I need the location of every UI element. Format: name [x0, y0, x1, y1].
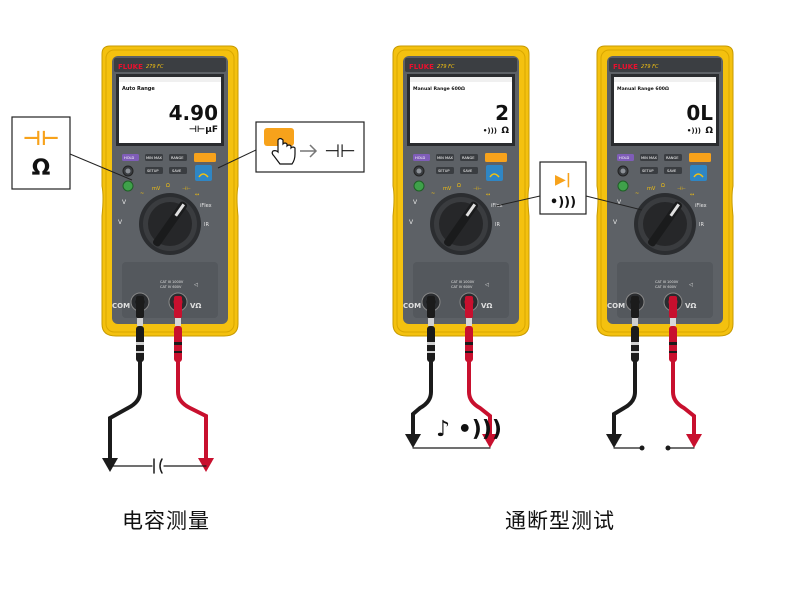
minmax-button: MIN MAX — [437, 156, 454, 160]
circuit-continuity-open — [606, 360, 702, 451]
circuit-continuity-closed — [405, 360, 498, 449]
screen-reading: 0L — [686, 101, 713, 125]
model-label: 279 FC — [641, 64, 659, 70]
brand-label: FLUKE — [409, 63, 434, 71]
meter-capacitance: FLUKE 279 FC Auto Range 4.90 ⊣⊢μF HOLD M… — [101, 45, 239, 362]
save-button: SAVE — [463, 169, 473, 173]
hold-button: HOLD — [124, 156, 135, 160]
capacitor-mode-icon: ⊣⊢ — [324, 141, 355, 162]
save-button: SAVE — [667, 169, 677, 173]
meter-continuity-closed: FLUKE 279 FC Manual Range 600Ω 2 •))) Ω … — [392, 45, 530, 362]
screen-unit: Ω — [501, 126, 509, 136]
screen-reading: 4.90 — [169, 101, 218, 125]
screen-beep-symbol: •))) — [687, 127, 701, 135]
screen-mode-text: Manual Range 600Ω — [617, 86, 669, 92]
callout-capacitance-symbol: ⊣⊢ Ω — [11, 116, 133, 190]
save-button: SAVE — [172, 169, 182, 173]
screen-mode-text: Auto Range — [122, 86, 155, 92]
range-button: RANGE — [462, 156, 475, 160]
range-button: RANGE — [666, 156, 679, 160]
screen-reading: 2 — [495, 101, 509, 125]
circuit-capacitance — [102, 360, 214, 474]
minmax-button: MIN MAX — [641, 156, 658, 160]
hold-button: HOLD — [619, 156, 630, 160]
hold-button: HOLD — [415, 156, 426, 160]
brand-label: FLUKE — [613, 63, 638, 71]
caption-capacitance: 电容测量 — [122, 509, 210, 533]
continuity-beep-icon: •))) — [550, 195, 576, 210]
diode-icon: ▶| — [555, 172, 571, 188]
v-jack-label: VΩ — [685, 302, 696, 310]
brand-label: FLUKE — [118, 63, 143, 71]
minmax-button: MIN MAX — [146, 156, 163, 160]
setup-button: SETUP — [438, 169, 450, 173]
setup-button: SETUP — [147, 169, 159, 173]
com-jack-label: COM — [112, 302, 130, 310]
screen-unit: ⊣⊢μF — [189, 125, 218, 135]
beep-sound-icon: ♪ •))) — [436, 417, 502, 442]
model-label: 279 FC — [437, 64, 455, 70]
model-label: 279 FC — [146, 64, 164, 70]
setup-button: SETUP — [642, 169, 654, 173]
callout-continuity-symbol: ▶| •))) — [495, 161, 643, 215]
range-button: RANGE — [171, 156, 184, 160]
com-jack-label: COM — [403, 302, 421, 310]
meter-continuity-open: FLUKE 279 FC Manual Range 600Ω 0L •))) Ω… — [596, 45, 734, 362]
ohm-icon: Ω — [32, 156, 51, 181]
v-jack-label: VΩ — [190, 302, 201, 310]
hand-press-icon — [271, 137, 296, 165]
capacitor-icon: ⊣⊢ — [23, 126, 60, 150]
screen-mode-text: Manual Range 600Ω — [413, 86, 465, 92]
v-jack-label: VΩ — [481, 302, 492, 310]
com-jack-label: COM — [607, 302, 625, 310]
screen-unit: Ω — [705, 126, 713, 136]
caption-continuity: 通断型测试 — [505, 509, 615, 533]
callout-button-press: ⊣⊢ — [217, 121, 365, 173]
arrow-right-icon — [300, 144, 318, 158]
screen-beep-symbol: •))) — [483, 127, 497, 135]
